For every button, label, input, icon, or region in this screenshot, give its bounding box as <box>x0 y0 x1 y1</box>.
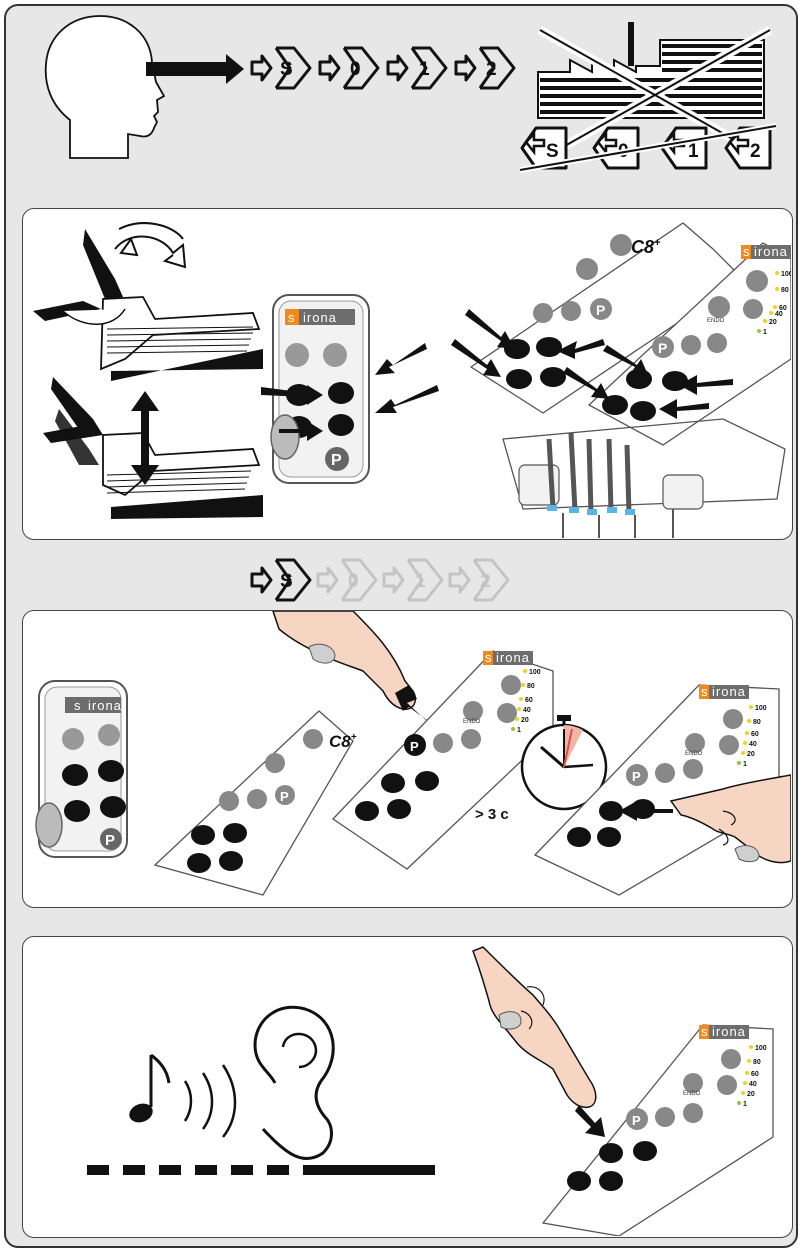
kp-mid-p-label: P <box>410 739 419 754</box>
kp-mid-speed-40: 40 <box>523 707 531 714</box>
top-sequence: S 0 1 2 <box>252 48 514 88</box>
kp-mid-brand-rest: irona <box>496 650 530 665</box>
reverse-step-s-label: S <box>546 141 559 162</box>
kp-mid-speed-100: 100 <box>529 669 541 676</box>
step-1-icon: 1 <box>388 48 446 88</box>
chair-lift-icon <box>43 377 263 519</box>
step-0-icon: 0 <box>320 48 378 88</box>
keypad-sirona-panel3: s irona ENDO P 100 80 60 40 <box>543 1024 773 1236</box>
kp-mid-speed-1: 1 <box>517 727 521 734</box>
kp-p3-speed-40: 40 <box>749 1081 757 1088</box>
mid-step-2-label: 2 <box>480 571 491 592</box>
kp-p3-speed-1: 1 <box>743 1101 747 1108</box>
mid-step-1-icon: 1 <box>384 560 442 600</box>
remote-2-p-label: P <box>105 832 115 849</box>
kp-right-speed-100: 100 <box>755 705 767 712</box>
kp-mid-brand-first: s <box>485 650 493 665</box>
step-0-label: 0 <box>350 59 361 80</box>
music-note-icon <box>127 1055 169 1126</box>
step-2-icon: 2 <box>456 48 514 88</box>
reverse-sequence: S 0 1 2 <box>520 126 776 170</box>
remote-2-brand-rest: irona <box>88 698 122 713</box>
panel-confirmation: s irona ENDO P 100 80 60 40 <box>22 936 793 1238</box>
keypad-right-p-label: P <box>658 340 667 356</box>
keypad-p2-model: C8+ <box>329 732 357 751</box>
foot-control-remote: s irona P <box>271 295 369 483</box>
mid-step-2-icon: 2 <box>450 560 508 600</box>
step-s-label: S <box>280 59 293 80</box>
keypad-right-endo: ENDO <box>707 318 725 324</box>
reverse-step-1-icon: 1 <box>662 128 706 168</box>
hold-time-label: > 3 c <box>475 806 509 823</box>
mid-step-0-label: 0 <box>348 571 359 592</box>
pinch-hand-icon <box>473 947 605 1137</box>
reverse-step-1-label: 1 <box>688 141 699 162</box>
mid-step-s-label: S <box>280 571 293 592</box>
keypad-p2-p-label: P <box>280 789 289 804</box>
speed-scale-40: 40 <box>775 311 783 318</box>
keypad-c8-panel2: C8+ P <box>155 711 357 895</box>
panel-2-art: s irona P C8+ P <box>23 611 791 906</box>
remote-2-brand-first: s <box>74 698 82 713</box>
panel-program-s: s irona P C8+ P <box>22 610 793 908</box>
speed-scale-80: 80 <box>781 287 789 294</box>
kp-p3-speed-80: 80 <box>753 1059 761 1066</box>
kp-p3-brand-rest: irona <box>712 1024 746 1039</box>
kp-p3-speed-20: 20 <box>747 1091 755 1098</box>
remote-control-2: s irona P <box>36 681 127 857</box>
remote-p-button-label: P <box>331 452 342 469</box>
step-1-label: 1 <box>419 59 430 80</box>
gaze-arrow-icon <box>146 54 244 84</box>
keypad-right-brand-first: s <box>743 244 751 259</box>
kp-mid-speed-60: 60 <box>525 697 533 704</box>
kp-right-speed-80: 80 <box>753 719 761 726</box>
ear-icon <box>255 1007 333 1158</box>
kp-right-speed-20: 20 <box>747 751 755 758</box>
keypad-left-p-label: P <box>596 302 605 318</box>
head-profile-icon <box>46 16 164 158</box>
kp-mid-endo: ENDO <box>463 719 481 725</box>
dental-unit-illustration <box>503 419 785 538</box>
kp-right-speed-60: 60 <box>751 731 759 738</box>
kp-p3-speed-60: 60 <box>751 1071 759 1078</box>
kp-right-p-label: P <box>632 769 641 784</box>
kp-p3-p-label: P <box>632 1113 641 1128</box>
keypad-right-brand-rest: irona <box>754 244 788 259</box>
kp-p3-speed-100: 100 <box>755 1045 767 1052</box>
mid-step-0-icon: 0 <box>318 560 376 600</box>
chair-recline-icon <box>33 223 263 381</box>
reverse-step-2-label: 2 <box>750 141 761 162</box>
kp-right-speed-40: 40 <box>749 741 757 748</box>
kp-right-brand-rest: irona <box>712 684 746 699</box>
step-2-label: 2 <box>486 59 497 80</box>
panel-chair-positions: s irona P C8+ <box>22 208 793 540</box>
step-s-icon: S <box>252 48 310 88</box>
panel-3-art: s irona ENDO P 100 80 60 40 <box>23 937 791 1236</box>
speed-scale-100: 100 <box>781 271 791 278</box>
kp-right-endo: ENDO <box>685 751 703 757</box>
top-section: S 0 1 2 <box>0 0 804 200</box>
kp-mid-speed-80: 80 <box>527 683 535 690</box>
remote-brand-rest: irona <box>303 310 337 325</box>
middle-sequence: S 0 1 2 <box>250 556 530 606</box>
panel-1-art: s irona P C8+ <box>23 209 791 538</box>
finger-press-icon <box>273 611 441 731</box>
kp-right-speed-1: 1 <box>743 761 747 768</box>
keypad-sirona-panel2-mid: s irona ENDO P 100 80 60 40 <box>333 650 553 869</box>
kp-p3-brand-first: s <box>701 1024 709 1039</box>
speed-scale-20: 20 <box>769 319 777 326</box>
mid-step-s-icon: S <box>252 560 310 600</box>
sound-waves-icon <box>185 1065 235 1137</box>
beep-pattern-icon <box>87 1165 435 1175</box>
remote-brand-first: s <box>288 310 296 325</box>
speed-scale-1: 1 <box>763 329 767 336</box>
kp-mid-speed-20: 20 <box>521 717 529 724</box>
kp-p3-endo: ENDO <box>683 1091 701 1097</box>
kp-right-brand-first: s <box>701 684 709 699</box>
mid-step-1-label: 1 <box>415 571 426 592</box>
